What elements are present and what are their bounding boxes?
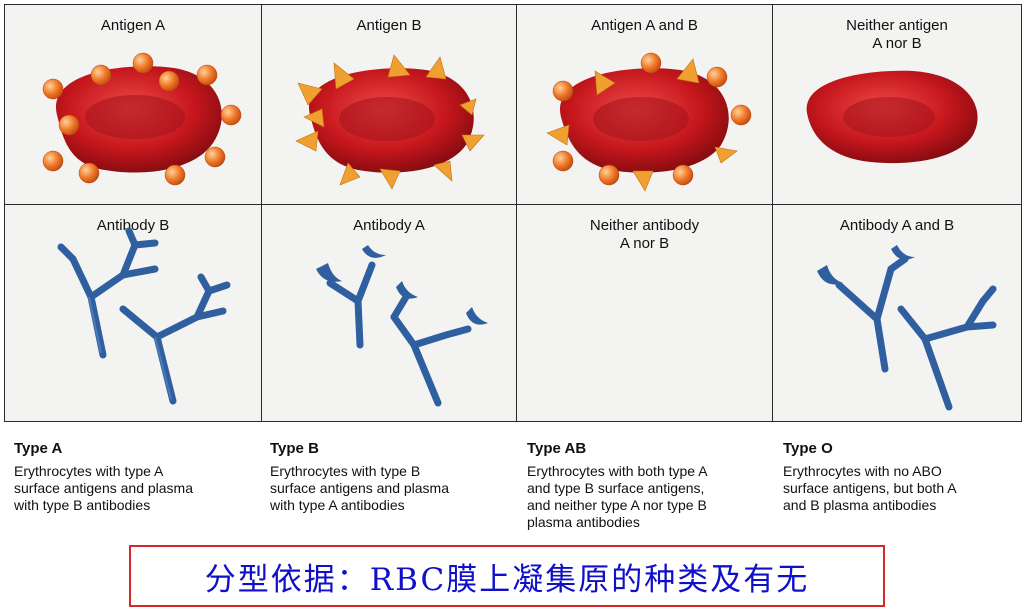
- rbc-antigen-a-icon: [42, 52, 242, 186]
- panel-title: Antigen A: [100, 17, 166, 34]
- blood-type-label: Type B: [270, 440, 319, 457]
- abo-blood-type-figure: Antigen A Antigen B: [4, 4, 1022, 422]
- panel-antigen-a: Antigen A: [5, 5, 262, 205]
- panel-no-antigen: Neither antigen A nor B: [773, 5, 1021, 205]
- rbc-antigen-b-icon: [295, 54, 485, 190]
- caption-type-a: Type A Erythrocytes with type A surface …: [14, 440, 254, 514]
- panel-antigen-b: Antigen B: [262, 5, 517, 205]
- caption-type-o: Type O Erythrocytes with no ABO surface …: [783, 440, 1022, 514]
- caption-type-b: Type B Erythrocytes with type B surface …: [270, 440, 510, 514]
- panel-antibody-ab: Antibody A and B: [773, 205, 1021, 421]
- panel-title: Antigen B: [356, 17, 422, 34]
- panel-title: Antibody A: [353, 217, 425, 234]
- classification-basis-banner: 分型依据：RBC膜上凝集原的种类及有无: [129, 545, 885, 607]
- panel-title: Antigen A and B: [591, 17, 698, 34]
- panel-title: Antibody A and B: [839, 217, 955, 234]
- blood-type-label: Type O: [783, 440, 833, 457]
- blood-type-label: Type A: [14, 440, 63, 457]
- banner-text: 分型依据：RBC膜上凝集原的种类及有无: [204, 561, 810, 598]
- rbc-antigen-ab-icon: [546, 52, 752, 192]
- panel-no-antibody: Neither antibody A nor B: [517, 205, 773, 421]
- antibody-b-icon: [57, 227, 231, 405]
- panel-title: Antibody B: [96, 217, 170, 234]
- caption-type-ab: Type AB Erythrocytes with both type A an…: [527, 440, 767, 531]
- blood-type-description: Erythrocytes with no ABO surface antigen…: [783, 463, 957, 513]
- panel-antigen-ab: Antigen A and B: [517, 5, 773, 205]
- panel-antibody-a: Antibody A: [262, 205, 517, 421]
- antibody-a-icon: [316, 245, 488, 407]
- panel-antibody-b: Antibody B: [5, 205, 262, 421]
- blood-type-description: Erythrocytes with type B surface antigen…: [270, 463, 449, 513]
- blood-type-description: Erythrocytes with both type A and type B…: [527, 463, 708, 530]
- rbc-no-antigen-icon: [806, 70, 978, 164]
- antibody-ab-icon: [817, 245, 997, 411]
- panel-title: Neither antigen A nor B: [846, 17, 948, 52]
- panel-title: Neither antibody A nor B: [589, 217, 700, 252]
- blood-type-label: Type AB: [527, 440, 587, 457]
- blood-type-description: Erythrocytes with type A surface antigen…: [14, 463, 193, 513]
